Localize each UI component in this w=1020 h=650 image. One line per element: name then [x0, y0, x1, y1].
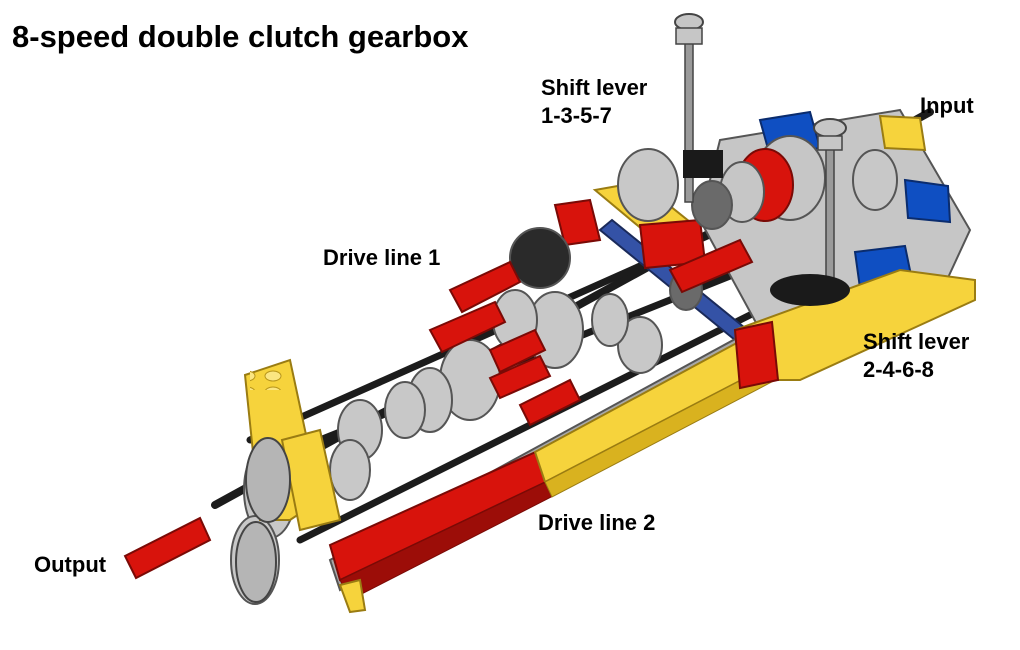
label-shift-lever-even: Shift lever 2-4-6-8 — [863, 329, 970, 382]
shift-lever-even — [770, 118, 850, 306]
label-drive-line-1: Drive line 1 — [323, 245, 441, 270]
label-shift-lever-odd: Shift lever 1-3-5-7 — [541, 75, 648, 128]
front-beam — [328, 318, 786, 614]
diagram-title: 8-speed double clutch gearbox — [12, 19, 469, 54]
output-gears — [235, 437, 291, 603]
label-input: Input — [920, 93, 974, 118]
front-right-plate — [733, 268, 976, 390]
label-output: Output — [34, 552, 107, 577]
label-drive-line-2: Drive line 2 — [538, 510, 656, 535]
red-connectors — [123, 238, 754, 580]
shift-lever-odd — [674, 13, 723, 203]
